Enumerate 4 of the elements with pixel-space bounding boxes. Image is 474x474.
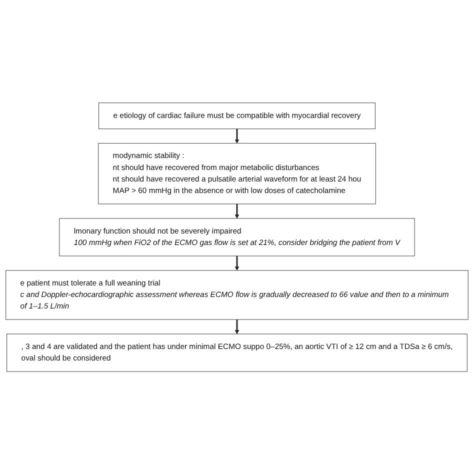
arrow (234, 256, 240, 270)
arrow (234, 319, 240, 334)
arrow (234, 204, 240, 218)
arrow (234, 128, 240, 144)
